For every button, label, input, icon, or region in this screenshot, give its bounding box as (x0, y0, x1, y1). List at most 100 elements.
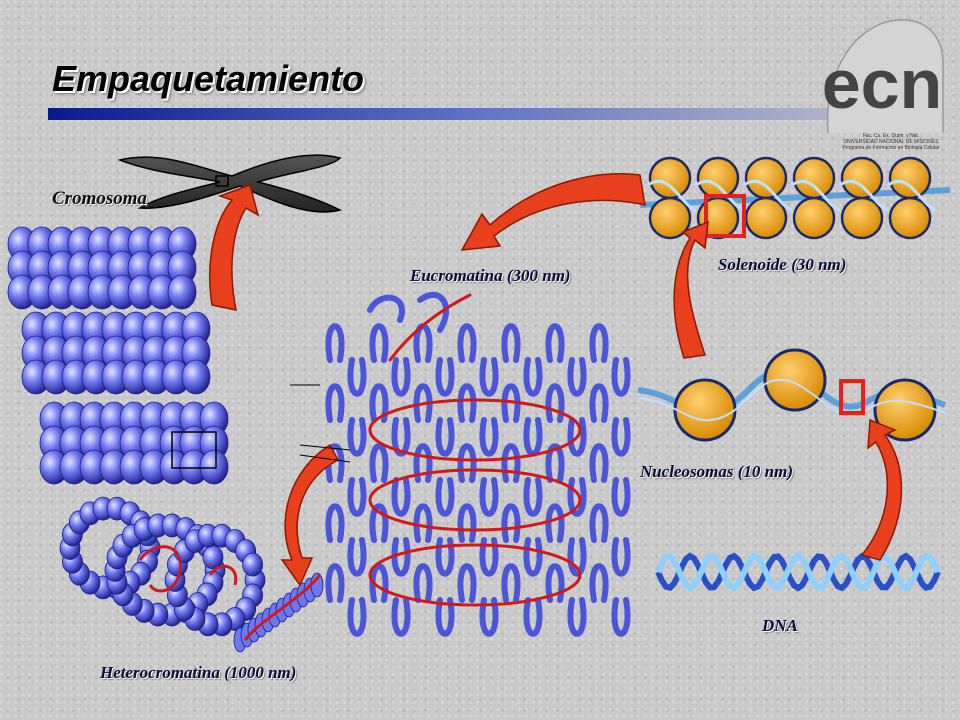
slide-title: Empaquetamiento (52, 58, 365, 99)
logo-letters: ecn (822, 45, 943, 123)
chromatin-loop (479, 477, 499, 517)
chromatin-loop (347, 597, 367, 637)
chromatin-loop (611, 477, 631, 517)
solenoid-highlight-box (704, 194, 746, 238)
solenoid-nucleosome (744, 156, 788, 200)
logo-caption: Fac. Cs. Ex. Quim. y Nat. UNIVERSIDAD NA… (826, 133, 956, 151)
solenoid-fiber (639, 156, 951, 240)
solenoid-nucleosome (744, 196, 788, 240)
solenoid-nucleosome (840, 156, 884, 200)
chromatin-loop (413, 443, 433, 483)
chromatin-loop (347, 417, 367, 457)
dna-helix (655, 552, 941, 592)
chromatin-loop (479, 597, 499, 637)
chromatin-loop (325, 563, 345, 603)
chromatin-loop (325, 443, 345, 483)
chromatin-loop (391, 597, 411, 637)
label-nucleosomas: Nucleosomas (10 nm) (640, 462, 793, 481)
chromatin-loop (369, 443, 389, 483)
chromatin-loop (367, 291, 449, 333)
chromatin-loop (347, 537, 367, 577)
chromatin-loop (523, 417, 543, 457)
heterochromatin-coil (59, 431, 324, 653)
chromatin-loop (457, 443, 477, 483)
chromatin-loop (457, 503, 477, 543)
logo-line-1: Fac. Cs. Ex. Quim. y Nat. (862, 133, 920, 139)
fiber-bead (167, 274, 197, 310)
chromatin-loop (545, 443, 565, 483)
chromatin-loop (391, 417, 411, 457)
chromatin-loop (589, 443, 609, 483)
chromatin-loop (413, 383, 433, 423)
chromatin-loop (545, 323, 565, 363)
solenoid-nucleosome (792, 156, 836, 200)
chromatin-loop (391, 537, 411, 577)
chromatin-loop (501, 383, 521, 423)
chromatin-loop (611, 357, 631, 397)
condensed-fiber-stack (7, 226, 229, 485)
euchromatin-loops (325, 291, 631, 637)
coil-bead (202, 545, 224, 570)
chromatin-loop (391, 477, 411, 517)
chromatin-loop (545, 563, 565, 603)
chromatin-loop (391, 357, 411, 397)
chromatin-loop (589, 503, 609, 543)
solenoid-nucleosome (792, 196, 836, 240)
arrow-to-euchromatin (460, 173, 646, 251)
solenoid-nucleosome (648, 156, 692, 200)
solenoid-nucleosome (840, 196, 884, 240)
chromatin-loop (413, 503, 433, 543)
solenoid-nucleosome (888, 156, 932, 200)
solenoid-nucleosome (648, 196, 692, 240)
chromatin-loop (523, 477, 543, 517)
chromatin-loop (545, 503, 565, 543)
chromatin-loop (567, 477, 587, 517)
chromatin-loop (567, 417, 587, 457)
title-underline-bar (48, 108, 948, 120)
chromatin-loop (501, 563, 521, 603)
solenoid-nucleosome (696, 156, 740, 200)
chromatin-loop (413, 563, 433, 603)
chromatin-loop (611, 537, 631, 577)
coil-bead (242, 552, 263, 577)
chromatin-loop (567, 357, 587, 397)
chromatin-loop (523, 597, 543, 637)
logo-line-2: UNIVERSIDAD NACIONAL DE MISIONES (843, 139, 939, 145)
chromatin-loop (523, 537, 543, 577)
chromatin-loop (457, 383, 477, 423)
chromatin-loop (589, 383, 609, 423)
chromatin-loop (611, 417, 631, 457)
chromatin-loop (435, 597, 455, 637)
chromosome-illustration (117, 154, 343, 213)
chromatin-loop (501, 503, 521, 543)
arrow-to-chromosome (209, 184, 260, 311)
label-cromosoma: Cromosoma (52, 188, 148, 209)
chromatin-loop (369, 503, 389, 543)
label-heterocromatina: Heterocromatina (1000 nm) (100, 663, 297, 682)
chromatin-loop (589, 323, 609, 363)
label-eucromatina: Eucromatina (300 nm) (410, 266, 571, 285)
chromatin-loop (435, 417, 455, 457)
solenoid-nucleosome (888, 196, 932, 240)
fiber-bead (181, 359, 211, 395)
label-dna: DNA (762, 616, 798, 635)
chromatin-loop (479, 537, 499, 577)
leader-lines (290, 384, 351, 463)
chromatin-loop (435, 357, 455, 397)
chromatin-loop (545, 383, 565, 423)
chromatin-loop (369, 323, 389, 363)
logo-line-3: Programa de Formacion en Biologia Celula… (842, 145, 940, 151)
chromatin-loop (457, 563, 477, 603)
label-solenoide: Solenoide (30 nm) (718, 255, 847, 274)
chromatin-loop (325, 383, 345, 423)
chromatin-loop (347, 357, 367, 397)
nucleosome-string (637, 348, 947, 442)
chromatin-loop (501, 443, 521, 483)
chromatin-loop (611, 597, 631, 637)
fiber-bead (199, 449, 229, 485)
chromatin-loop (589, 563, 609, 603)
chromatin-loop (369, 383, 389, 423)
chromatin-loop (457, 323, 477, 363)
chromatin-loop (369, 563, 389, 603)
